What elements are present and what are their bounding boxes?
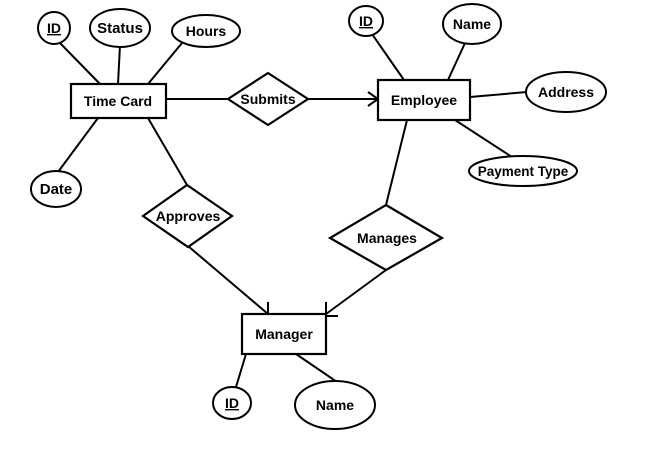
attribute-ellipse <box>171 14 241 48</box>
attribute-label: Status <box>97 20 143 37</box>
attribute-ellipse <box>525 71 607 113</box>
relationship-label: Submits <box>240 91 295 107</box>
connector-lines <box>57 33 528 388</box>
entity-label: Manager <box>255 326 313 342</box>
relationship-diamond <box>225 71 311 127</box>
attribute-label-key: ID <box>47 20 61 36</box>
entity-box <box>376 78 472 122</box>
attribute-label: Date <box>40 181 73 198</box>
attribute-ellipse <box>442 3 502 45</box>
line-timecard-hours <box>147 42 183 85</box>
entity-box <box>240 312 328 356</box>
entity-label: Employee <box>391 92 457 108</box>
attribute-label: Address <box>538 84 594 100</box>
entity-manager[interactable]: Manager <box>240 312 328 356</box>
attribute-label-key: ID <box>225 395 239 411</box>
attribute-employee-address[interactable]: Address <box>525 71 607 113</box>
attribute-ellipse <box>30 170 82 208</box>
attribute-timecard-status[interactable]: Status <box>89 8 151 48</box>
attribute-label-key: ID <box>359 13 373 29</box>
relationship-approves[interactable]: Approves <box>141 183 234 249</box>
attribute-timecard-date[interactable]: Date <box>30 170 82 208</box>
attribute-label: Name <box>453 16 491 32</box>
line-manages-manager <box>325 269 387 315</box>
line-timecard-date <box>57 117 99 173</box>
attribute-label: Payment Type <box>478 164 569 179</box>
line-employee-address <box>469 91 528 98</box>
entity-employee[interactable]: Employee <box>376 78 472 122</box>
entity-label: Time Card <box>84 93 152 109</box>
attribute-ellipse <box>89 8 151 48</box>
attribute-label: Name <box>316 397 354 413</box>
line-manager-name <box>295 353 341 385</box>
attribute-ellipse <box>348 5 384 37</box>
attribute-label: Hours <box>186 23 227 39</box>
line-employee-payment-type <box>454 119 513 158</box>
line-timecard-status <box>117 44 121 85</box>
attribute-employee-name[interactable]: Name <box>442 3 502 45</box>
attribute-ellipse <box>294 380 376 430</box>
line-timecard-id <box>57 40 101 85</box>
entity-box <box>69 82 168 120</box>
attribute-employee-payment-type[interactable]: Payment Type <box>468 155 578 187</box>
relationship-diamond <box>141 183 234 249</box>
relationship-label: Approves <box>156 208 221 224</box>
relationship-diamond <box>327 203 445 272</box>
attribute-timecard-id[interactable]: ID <box>37 11 71 45</box>
entity-time-card[interactable]: Time Card <box>69 82 168 120</box>
line-manages-employee <box>385 119 408 206</box>
line-employee-id <box>371 33 405 81</box>
relationship-label: Manages <box>357 230 417 246</box>
line-approves-timecard <box>147 117 188 186</box>
relationship-submits[interactable]: Submits <box>225 71 311 127</box>
line-manager-id <box>235 353 247 388</box>
attribute-manager-id[interactable]: ID <box>212 386 252 420</box>
line-employee-name <box>447 42 466 81</box>
relationship-manages[interactable]: Manages <box>327 203 445 272</box>
attribute-timecard-hours[interactable]: Hours <box>171 14 241 48</box>
attribute-ellipse <box>212 386 252 420</box>
attribute-manager-name[interactable]: Name <box>294 380 376 430</box>
attribute-employee-id[interactable]: ID <box>348 5 384 37</box>
attribute-ellipse <box>37 11 71 45</box>
attribute-ellipse <box>468 155 578 187</box>
line-approves-manager <box>187 245 269 315</box>
cardinality-marks <box>255 91 380 317</box>
